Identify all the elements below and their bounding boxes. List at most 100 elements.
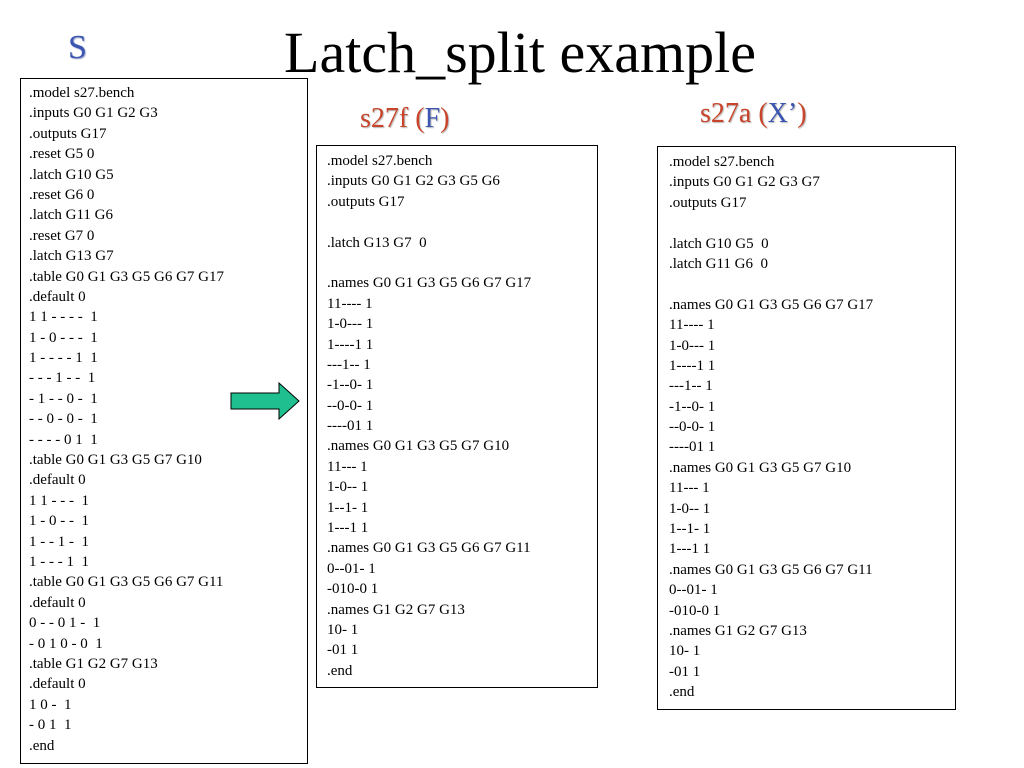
listing-s27-original-line: 1 - - 1 - 1 [29, 533, 89, 550]
listing-s27a-line: 0--01- 1 [669, 582, 718, 599]
listing-s27f-line: -01 1 [327, 642, 359, 659]
listing-s27a-line: .names G0 G1 G3 G5 G7 G10 [669, 459, 852, 476]
listing-s27-original-line: .table G0 G1 G3 G5 G6 G7 G11 [29, 574, 224, 591]
listing-s27f-line: .end [327, 662, 353, 679]
listing-s27-original-line: 0 - - 0 1 - 1 [29, 615, 101, 632]
listing-s27f-line: 1---1 1 [327, 520, 369, 537]
listing-s27f-line: 1-0--- 1 [327, 316, 374, 333]
listing-s27-original-line: .end [29, 737, 55, 754]
listing-s27a-line: .model s27.bench [669, 154, 775, 170]
listing-s27-original-line: .default 0 [29, 472, 86, 489]
label-s27a-paren-open: ( [758, 98, 768, 129]
listing-s27a-line: -1--0- 1 [669, 398, 716, 415]
listing-s27f-line: ----01 1 [327, 418, 374, 435]
listing-s27f-line: .names G0 G1 G3 G5 G7 G10 [327, 438, 510, 455]
label-s27f-name: s27f [360, 103, 409, 134]
listing-s27a-line: 11---- 1 [669, 317, 715, 334]
listing-s27-original: .model s27.bench .inputs G0 G1 G2 G3 .outp… [20, 78, 308, 764]
listing-s27-original-line: 1 - 0 - - - 1 [29, 329, 98, 346]
listing-s27a-line: ----01 1 [669, 439, 716, 456]
listing-s27a-line: -010-0 1 [669, 602, 721, 619]
listing-s27-original-line: 1 - - - 1 1 [29, 553, 89, 570]
listing-s27-original-line: .inputs G0 G1 G2 G3 [29, 105, 158, 122]
listing-s27-original-line: 1 - - - - 1 1 [29, 350, 98, 367]
listing-s27a-line: .inputs G0 G1 G2 G3 G7 [669, 174, 820, 191]
listing-s27a-line [669, 213, 955, 233]
listing-s27a-line [669, 274, 955, 294]
listing-s27a-line: .names G1 G2 G7 G13 [669, 622, 807, 639]
listing-s27f-line: 10- 1 [327, 621, 359, 638]
listing-s27a-line: 1----1 1 [669, 357, 716, 374]
listing-s27f-line: 11--- 1 [327, 458, 368, 475]
listing-s27-original-line: .table G1 G2 G7 G13 [29, 655, 158, 672]
listing-s27a-line: 1--1- 1 [669, 521, 711, 538]
listing-s27f-line: 1----1 1 [327, 336, 374, 353]
listing-s27f-line: 1-0-- 1 [327, 479, 369, 496]
listing-s27f-line: .names G1 G2 G7 G13 [327, 601, 465, 618]
listing-s27-original-line: 1 1 - - - - 1 [29, 309, 98, 326]
listing-s27a-line: .names G0 G1 G3 G5 G6 G7 G11 [669, 561, 873, 578]
label-s27f: s27f (F) [360, 102, 449, 136]
listing-s27a-line: -01 1 [669, 663, 701, 680]
listing-s27a-line: .latch G10 G5 0 [669, 235, 769, 252]
listing-s27-original-line: - 0 1 0 - 0 1 [29, 635, 103, 652]
listing-s27-original-line: - - - - 0 1 1 [29, 431, 98, 448]
listing-s27f-line: ---1-- 1 [327, 356, 371, 373]
listing-s27a-line: 1-0-- 1 [669, 500, 711, 517]
listing-s27-original-line: .reset G6 0 [29, 186, 95, 203]
listing-s27a-line: 11--- 1 [669, 480, 710, 497]
listing-s27a-line: ---1-- 1 [669, 378, 713, 395]
label-s27f-paren-close: ) [440, 103, 450, 134]
listing-s27-original-line: - 1 - - 0 - 1 [29, 390, 98, 407]
listing-s27a-line: .outputs G17 [669, 194, 747, 211]
listing-s27f-line: .names G0 G1 G3 G5 G6 G7 G17 [327, 275, 532, 292]
listing-s27-original-line: 1 1 - - - 1 [29, 492, 89, 509]
label-s27a-paren-close: ) [797, 98, 807, 129]
listing-s27f-line: .names G0 G1 G3 G5 G6 G7 G11 [327, 540, 531, 557]
listing-s27f-line: .latch G13 G7 0 [327, 234, 427, 251]
listing-s27-original-line: .reset G5 0 [29, 146, 95, 163]
listing-s27f-line: 11---- 1 [327, 295, 373, 312]
listing-s27f-line: 0--01- 1 [327, 560, 376, 577]
listing-s27a: .model s27.bench .inputs G0 G1 G2 G3 G7 .o… [657, 146, 956, 710]
label-s27f-letter: F [424, 103, 441, 134]
listing-s27a-line: 1-0--- 1 [669, 337, 716, 354]
slide-title: Latch_split example [284, 20, 756, 85]
listing-s27f-line: --0-0- 1 [327, 397, 374, 414]
listing-s27-original-line: .table G0 G1 G3 G5 G6 G7 G17 [29, 268, 224, 285]
listing-s27-original-line: .latch G11 G6 [29, 207, 114, 224]
listing-s27-original-line: - - 0 - 0 - 1 [29, 411, 98, 428]
listing-s27-original-line: .table G0 G1 G3 G5 G7 G10 [29, 452, 202, 469]
label-s27a-name: s27a [700, 98, 752, 129]
right-arrow-icon [230, 382, 300, 420]
listing-s27-original-line: .outputs G17 [29, 125, 107, 142]
listing-s27-original-line: .model s27.bench [29, 85, 135, 101]
listing-s27a-line: .end [669, 684, 695, 701]
listing-s27-original-line: .default 0 [29, 288, 86, 305]
listing-s27f-line: -1--0- 1 [327, 377, 374, 394]
listing-s27-original-line: .latch G13 G7 [29, 248, 114, 265]
listing-s27f: .model s27.bench .inputs G0 G1 G2 G3 G5 G… [316, 145, 598, 688]
listing-s27f-line: 1--1- 1 [327, 499, 369, 516]
listing-s27f-line: .model s27.bench [327, 153, 433, 169]
listing-s27-original-line: .default 0 [29, 594, 86, 611]
listing-s27a-line: 10- 1 [669, 643, 701, 660]
listing-s27-original-line: 1 - 0 - - 1 [29, 513, 89, 530]
listing-s27a-line: .latch G11 G6 0 [669, 255, 769, 272]
listing-s27a-line: --0-0- 1 [669, 419, 716, 436]
listing-s27f-line: .inputs G0 G1 G2 G3 G5 G6 [327, 173, 500, 190]
listing-s27-original-line: 1 0 - 1 [29, 696, 72, 713]
listing-s27a-line: .names G0 G1 G3 G5 G6 G7 G17 [669, 296, 874, 313]
label-s27a: s27a (X’) [700, 97, 807, 131]
listing-s27-original-line: .default 0 [29, 676, 86, 693]
label-s27a-letter: X’ [767, 98, 798, 129]
listing-s27-original-line: .reset G7 0 [29, 227, 95, 244]
listing-s27-original-line: - - - 1 - - 1 [29, 370, 96, 387]
listing-s27-original-line: - 0 1 1 [29, 717, 72, 734]
listing-s27f-line: .outputs G17 [327, 193, 405, 210]
listing-s27f-line: -010-0 1 [327, 581, 379, 598]
label-s27f-paren-open: ( [415, 103, 425, 134]
listing-s27-original-line: .latch G10 G5 [29, 166, 114, 183]
listing-s27f-line [327, 212, 597, 232]
s-label: S [68, 29, 87, 66]
